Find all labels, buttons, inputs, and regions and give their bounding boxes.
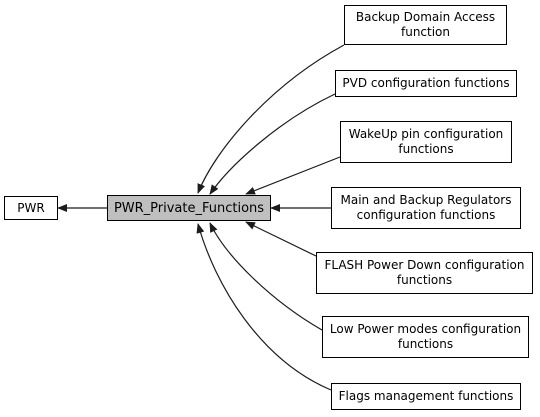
pvd-label: PVD configuration functions bbox=[342, 76, 510, 90]
wakeup-node[interactable]: WakeUp pin configuration functions bbox=[340, 121, 512, 163]
edge-pvd bbox=[209, 93, 336, 195]
pwr-node[interactable]: PWR bbox=[4, 196, 58, 220]
edge-backup-domain bbox=[197, 44, 345, 194]
regulators-node[interactable]: Main and Backup Regulators configuration… bbox=[331, 187, 521, 229]
regulators-label-line2: configuration functions bbox=[356, 208, 496, 222]
flash-power-down-node[interactable]: FLASH Power Down configuration functions bbox=[316, 252, 533, 294]
flags-node[interactable]: Flags management functions bbox=[331, 383, 521, 410]
edge-flash-pd bbox=[245, 221, 317, 257]
backup-domain-node[interactable]: Backup Domain Access function bbox=[344, 5, 507, 45]
low-power-node[interactable]: Low Power modes configuration functions bbox=[322, 316, 529, 358]
regulators-label-line1: Main and Backup Regulators bbox=[340, 193, 512, 207]
current-module-label: PWR_Private_Functions bbox=[113, 200, 265, 216]
wakeup-label-line2: functions bbox=[398, 142, 454, 156]
edge-wakeup bbox=[245, 156, 341, 195]
low-power-label-line1: Low Power modes configuration bbox=[329, 322, 522, 336]
low-power-label-line2: functions bbox=[397, 337, 454, 351]
flags-label: Flags management functions bbox=[338, 389, 514, 403]
backup-domain-label-line1: Backup Domain Access bbox=[355, 10, 496, 24]
edge-low-power bbox=[209, 222, 323, 331]
flash-power-down-label-line2: functions bbox=[396, 273, 453, 287]
pwr-node-label: PWR bbox=[17, 200, 45, 215]
flash-power-down-label-line1: FLASH Power Down configuration bbox=[324, 258, 525, 272]
pvd-node[interactable]: PVD configuration functions bbox=[335, 70, 517, 97]
current-module-node: PWR_Private_Functions bbox=[107, 195, 271, 221]
backup-domain-label-line2: function bbox=[400, 25, 451, 39]
wakeup-label-line1: WakeUp pin configuration bbox=[348, 127, 504, 141]
edge-flags bbox=[196, 223, 332, 391]
